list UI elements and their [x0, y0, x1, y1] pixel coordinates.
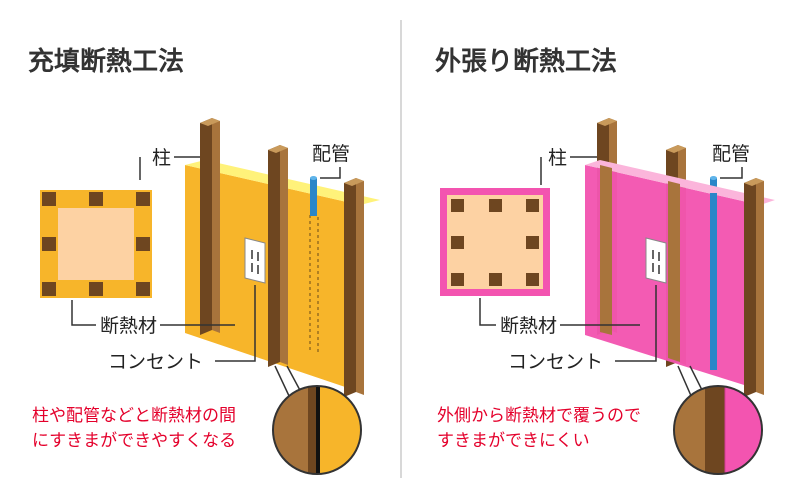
left-pillar-1	[200, 118, 220, 335]
right-note-line1: 外側から断熱材で覆うので	[437, 406, 641, 426]
left-note-line1: 柱や配管などと断熱材の間	[32, 406, 236, 426]
right-title: 外張り断熱工法	[435, 46, 617, 77]
right-panel: 外張り断熱工法	[435, 46, 775, 475]
left-pipe	[310, 176, 317, 216]
right-outlet-icon	[645, 237, 667, 284]
left-label-pillar: 柱	[152, 147, 171, 169]
right-label-pipe: 配管	[712, 143, 750, 165]
left-zoom-circle	[272, 385, 362, 475]
right-wall	[585, 160, 775, 390]
left-outlet-icon	[244, 237, 266, 284]
right-pillar-3	[744, 178, 764, 397]
left-label-insulation: 断熱材	[100, 315, 157, 337]
left-note-line2: にすきまができやすくなる	[32, 431, 236, 451]
left-pillar-3	[344, 178, 364, 397]
left-label-outlet: コンセント	[108, 351, 203, 373]
right-zoom-circle	[673, 385, 763, 475]
right-label-pillar: 柱	[548, 147, 567, 169]
left-title: 充填断熱工法	[28, 46, 184, 77]
left-panel: 充填断熱工法	[28, 46, 380, 475]
right-label-outlet: コンセント	[508, 351, 603, 373]
right-note-line2: すきまができにくい	[437, 431, 590, 451]
left-label-pipe: 配管	[312, 143, 350, 165]
right-cross-section	[440, 188, 550, 296]
right-label-insulation: 断熱材	[500, 315, 557, 337]
left-pillar-2	[268, 145, 288, 367]
left-cross-section	[40, 190, 152, 298]
